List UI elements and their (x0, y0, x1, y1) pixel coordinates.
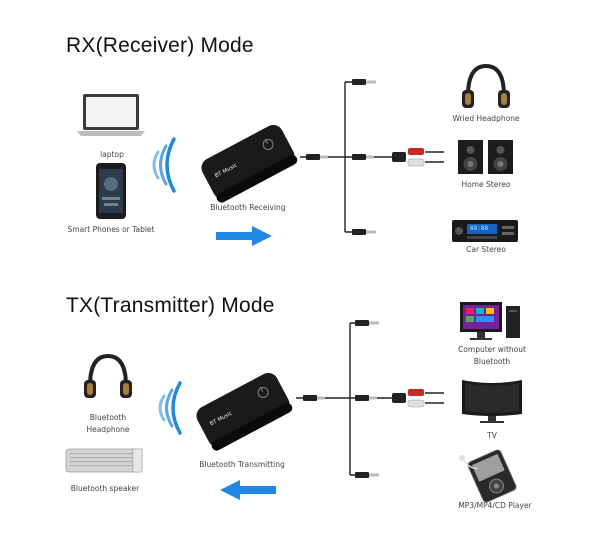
car-stereo-display: 88:88 (470, 225, 489, 232)
home-stereo-label: Home Stereo (461, 180, 511, 189)
car-stereo-label: Car Stereo (466, 245, 506, 254)
tx-device-caption: Bluetooth Transmitting (199, 460, 285, 469)
smartphone-label: Smart Phones or Tablet (67, 225, 155, 234)
tv-label: TV (487, 431, 497, 440)
bt-headphone-label-line2: Headphone (86, 425, 130, 434)
rx-mode-title: RX(Receiver) Mode (66, 34, 254, 57)
rx-device-caption: Bluetooth Receiving (210, 203, 286, 212)
bt-speaker-label: Bluetooth speaker (70, 484, 140, 493)
bt-headphone-label-line1: Bluetooth (89, 413, 127, 422)
computer-label-line2: Bluetooth (473, 357, 511, 366)
computer-label-line1: Computer without (458, 345, 526, 354)
mp3-player-label: MP3/MP4/CD Player (458, 501, 532, 510)
wired-headphone-label: Wried Headphone (452, 114, 520, 123)
tx-device-brand: BT Music (209, 410, 234, 428)
laptop-label: laptop (100, 150, 124, 159)
rx-device-brand: BT Music (214, 162, 239, 180)
tx-mode-title: TX(Transmitter) Mode (66, 294, 275, 317)
